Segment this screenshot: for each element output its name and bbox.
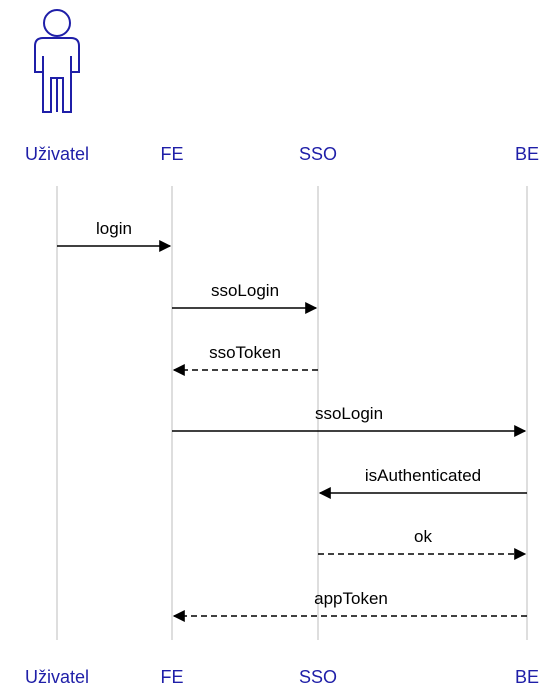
actor-uzivatel-icon — [34, 9, 80, 113]
svg-text:ssoLogin: ssoLogin — [315, 404, 383, 423]
participant-label-fe-bottom: FE — [160, 667, 183, 687]
svg-text:login: login — [96, 219, 132, 238]
message-login: login — [57, 219, 172, 252]
participant-label-fe-top: FE — [160, 144, 183, 164]
message-sso-token: ssoToken — [172, 343, 318, 376]
participant-label-sso-top: SSO — [299, 144, 337, 164]
svg-text:ssoToken: ssoToken — [209, 343, 281, 362]
participant-label-sso-bottom: SSO — [299, 667, 337, 687]
participant-label-uzivatel-top: Uživatel — [25, 144, 89, 164]
svg-text:ssoLogin: ssoLogin — [211, 281, 279, 300]
message-is-authenticated: isAuthenticated — [318, 466, 527, 499]
participant-label-be-bottom: BE — [515, 667, 539, 687]
participant-label-uzivatel-bottom: Uživatel — [25, 667, 89, 687]
message-ok: ok — [318, 527, 527, 560]
message-sso-login-fe-be: ssoLogin — [172, 404, 527, 437]
participant-label-be-top: BE — [515, 144, 539, 164]
svg-text:isAuthenticated: isAuthenticated — [365, 466, 481, 485]
message-app-token: appToken — [172, 589, 527, 622]
svg-text:ok: ok — [414, 527, 432, 546]
message-sso-login-fe-sso: ssoLogin — [172, 281, 318, 314]
svg-text:appToken: appToken — [314, 589, 388, 608]
